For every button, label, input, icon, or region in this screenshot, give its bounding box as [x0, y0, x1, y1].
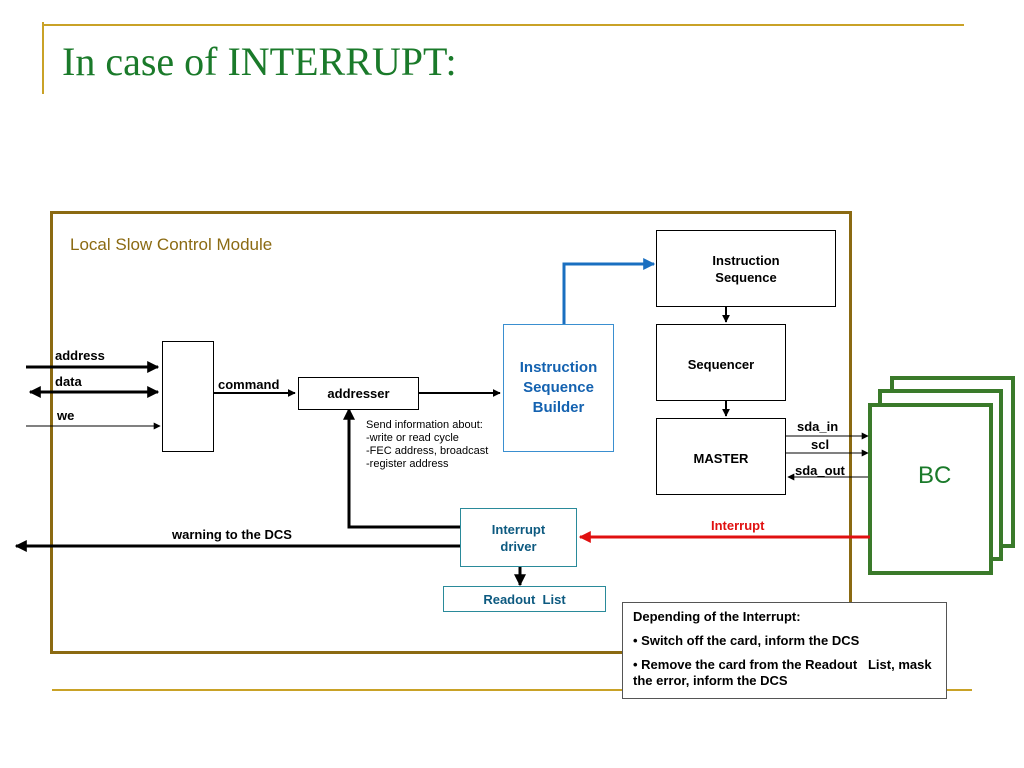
command-label: command	[218, 377, 280, 392]
scl-label: scl	[811, 437, 830, 452]
addresser-block: addresser	[298, 377, 419, 410]
send-info-line-1: Send information about:	[366, 419, 483, 431]
interrupt-label: Interrupt	[711, 518, 765, 533]
readout-list-block: Readout List	[443, 586, 606, 612]
bc-label: BC	[918, 462, 952, 489]
sda-in-label: sda_in	[797, 419, 839, 434]
bc-card-front	[868, 403, 993, 575]
left-accent-line	[42, 22, 44, 94]
input-interface-block	[162, 341, 214, 452]
address-label: address	[55, 348, 105, 363]
info-heading: Depending of the Interrupt:	[633, 609, 801, 624]
sda-out-label: sda_out	[795, 463, 845, 478]
module-label: Local Slow Control Module	[70, 235, 273, 254]
we-label: we	[57, 408, 75, 423]
slow-control-module-frame	[50, 211, 852, 654]
send-info-line-3: -FEC address, broadcast	[366, 445, 489, 457]
slide-title: In case of INTERRUPT:	[62, 39, 457, 84]
interrupt-info-box: Depending of the Interrupt: • Switch off…	[622, 602, 947, 699]
interrupt-driver-block: Interrupt driver	[460, 508, 577, 567]
data-label: data	[55, 374, 82, 389]
sequencer-block: Sequencer	[656, 324, 786, 401]
driver-to-addresser-wire	[343, 407, 460, 529]
isb-to-instruction-sequence-wire	[562, 258, 656, 324]
send-info-line-4: -register address	[366, 458, 449, 470]
info-item-1: • Switch off the card, inform the DCS	[633, 633, 860, 648]
info-item-2: • Remove the card from the Readout List,…	[633, 657, 936, 688]
master-block: MASTER	[656, 418, 786, 495]
isb-block: Instruction Sequence Builder	[503, 324, 614, 452]
top-accent-line	[42, 24, 964, 26]
warning-label: warning to the DCS	[172, 527, 292, 542]
send-info-line-2: -write or read cycle	[366, 432, 459, 444]
bottom-accent-line	[52, 689, 972, 691]
instruction-sequence-block: Instruction Sequence	[656, 230, 836, 307]
